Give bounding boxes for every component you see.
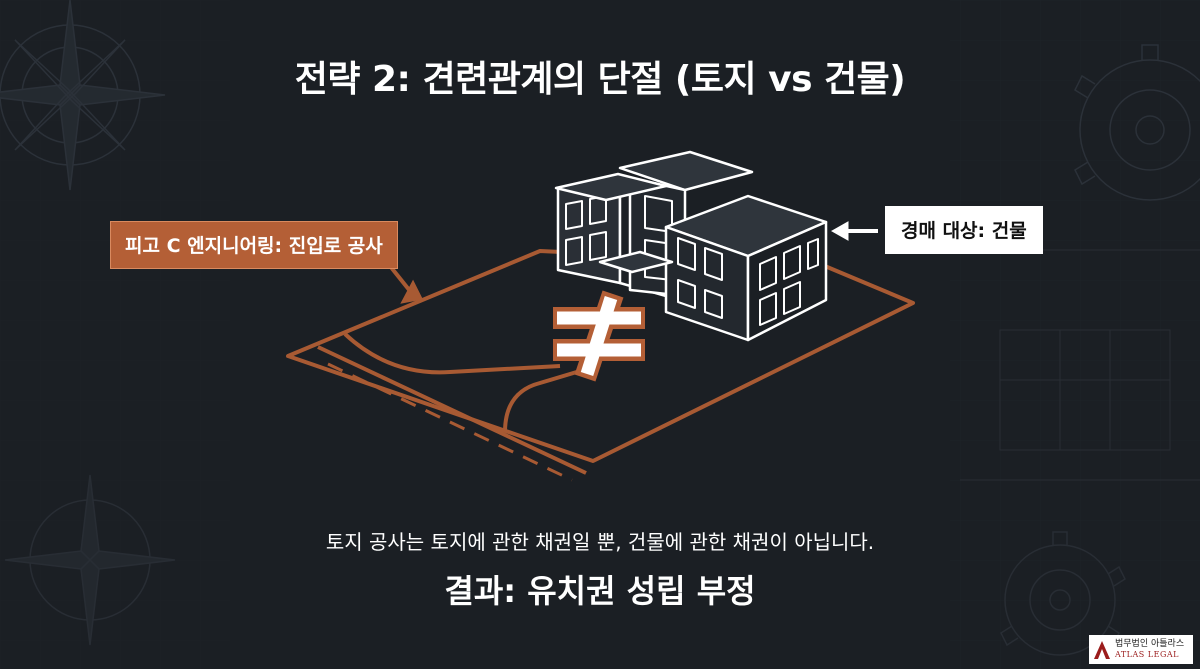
- land-work-label: 피고 C 엔지니어링: 진입로 공사: [110, 221, 398, 269]
- not-equal-symbol: ≠: [547, 290, 651, 382]
- building-icon: [554, 150, 828, 342]
- road-curve-lower: [503, 363, 601, 433]
- gear-icon: [1074, 44, 1200, 201]
- page-title: 전략 2: 견련관계의 단절 (토지 vs 건물): [294, 59, 906, 100]
- road-curve-upper: [343, 332, 561, 375]
- not-equal-icon: [553, 290, 645, 382]
- arrow-left-icon: [830, 221, 878, 241]
- atlas-logo-icon: [1094, 640, 1110, 659]
- result-text: 결과: 유치권 성립 부정: [444, 572, 756, 610]
- explanation-text: 토지 공사는 토지에 관한 채권일 뿐, 건물에 관한 채권이 아닙니다.: [325, 530, 875, 554]
- auction-target-label: 경매 대상: 건물: [885, 206, 1043, 254]
- logo-english: ATLAS LEGAL: [1115, 650, 1179, 659]
- land-outline: [286, 249, 915, 463]
- road-edge-lower: [317, 345, 587, 475]
- gear-icon: [1000, 531, 1126, 656]
- road-center-dashed: [327, 362, 573, 482]
- logo-korean: 법무법인 아틀라스: [1115, 639, 1185, 649]
- compass-rose-icon: [0, 0, 166, 191]
- land-plan: [286, 249, 915, 482]
- land-label-arrow: [388, 264, 423, 304]
- firm-logo: 법무법인 아틀라스 ATLAS LEGAL: [1089, 635, 1193, 664]
- compass-rose-icon: [4, 474, 176, 646]
- blueprint-lines: [960, 249, 1200, 481]
